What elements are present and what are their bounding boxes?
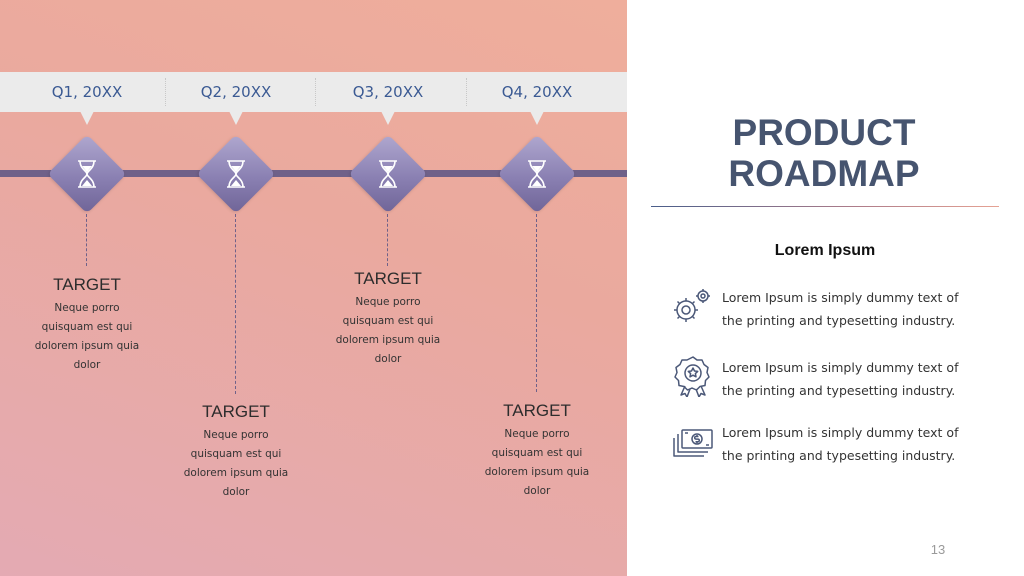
milestone-line: quisquam est qui <box>190 448 282 460</box>
milestone-title: TARGET <box>503 401 571 420</box>
milestone-line: quisquam est qui <box>342 315 434 327</box>
milestone-line: dolor <box>374 353 402 365</box>
milestone-title: TARGET <box>354 269 422 288</box>
milestone-line: Neque porro <box>203 429 269 441</box>
quarter-tab-q4: Q4, 20XX <box>462 72 612 112</box>
milestone-line: Neque porro <box>54 302 120 314</box>
award-badge-icon <box>674 356 710 397</box>
milestone-line: dolor <box>73 359 101 371</box>
quarter-pointer <box>381 111 395 125</box>
quarter-pointer <box>229 111 243 125</box>
quarter-label: Q2, 20XX <box>200 83 272 101</box>
feature-text: Lorem Ipsum is simply dummy text of the … <box>722 421 982 467</box>
quarter-divider <box>466 78 467 106</box>
milestone-line: dolorem ipsum quia <box>335 334 441 346</box>
milestone-line: Neque porro <box>504 428 570 440</box>
feature-text: Lorem Ipsum is simply dummy text of the … <box>722 286 982 332</box>
milestone-line: Neque porro <box>355 296 421 308</box>
milestone-title: TARGET <box>202 402 270 421</box>
hourglass-icon <box>78 160 96 188</box>
milestone-line: dolorem ipsum quia <box>484 466 590 478</box>
milestone-line: dolorem ipsum quia <box>183 467 289 479</box>
page-title: PRODUCT ROADMAP <box>650 112 998 194</box>
section-subheading: Lorem Ipsum <box>774 242 876 259</box>
money-stack-icon <box>673 429 713 457</box>
hourglass-icon <box>227 160 245 188</box>
feature-line: Lorem Ipsum is simply dummy text of <box>722 425 959 440</box>
milestone-line: dolor <box>222 486 250 498</box>
quarter-divider <box>165 78 166 106</box>
quarter-pointer <box>80 111 94 125</box>
quarter-tab-q1: Q1, 20XX <box>12 72 162 112</box>
hourglass-icon <box>379 160 397 188</box>
milestone-connector <box>235 214 236 394</box>
milestone-connector <box>387 214 388 266</box>
milestone-title: TARGET <box>53 275 121 294</box>
quarter-label: Q4, 20XX <box>501 83 573 101</box>
page-number: 13 <box>930 542 946 557</box>
quarter-pointer <box>530 111 544 125</box>
quarter-divider <box>315 78 316 106</box>
feature-text: Lorem Ipsum is simply dummy text of the … <box>722 356 982 402</box>
milestone-description: Neque porro quisquam est qui dolorem ips… <box>17 299 157 375</box>
feature-line: the printing and typesetting industry. <box>722 313 956 328</box>
milestone-connector <box>86 214 87 266</box>
quarter-label: Q1, 20XX <box>51 83 123 101</box>
timeline-panel: Q1, 20XX Q2, 20XX Q3, 20XX Q4, 20XX <box>0 0 627 576</box>
quarter-bar: Q1, 20XX Q2, 20XX Q3, 20XX Q4, 20XX <box>0 72 627 112</box>
milestone-line: quisquam est qui <box>491 447 583 459</box>
milestone-line: dolorem ipsum quia <box>34 340 140 352</box>
milestone-line: quisquam est qui <box>41 321 133 333</box>
page-title-line: PRODUCT <box>732 112 916 153</box>
timeline-line <box>0 170 627 177</box>
feature-line: the printing and typesetting industry. <box>722 383 956 398</box>
page-title-line: ROADMAP <box>728 153 920 194</box>
hourglass-icon <box>528 160 546 188</box>
feature-line: Lorem Ipsum is simply dummy text of <box>722 360 959 375</box>
milestone-description: Neque porro quisquam est qui dolorem ips… <box>166 426 306 502</box>
quarter-tab-q2: Q2, 20XX <box>161 72 311 112</box>
milestone-connector <box>536 214 537 392</box>
feature-line: Lorem Ipsum is simply dummy text of <box>722 290 959 305</box>
feature-line: the printing and typesetting industry. <box>722 448 956 463</box>
gears-icon <box>674 289 710 322</box>
milestone-line: dolor <box>523 485 551 497</box>
quarter-tab-q3: Q3, 20XX <box>313 72 463 112</box>
title-divider <box>651 206 999 207</box>
quarter-label: Q3, 20XX <box>352 83 424 101</box>
milestone-description: Neque porro quisquam est qui dolorem ips… <box>318 293 458 369</box>
milestone-description: Neque porro quisquam est qui dolorem ips… <box>467 425 607 501</box>
